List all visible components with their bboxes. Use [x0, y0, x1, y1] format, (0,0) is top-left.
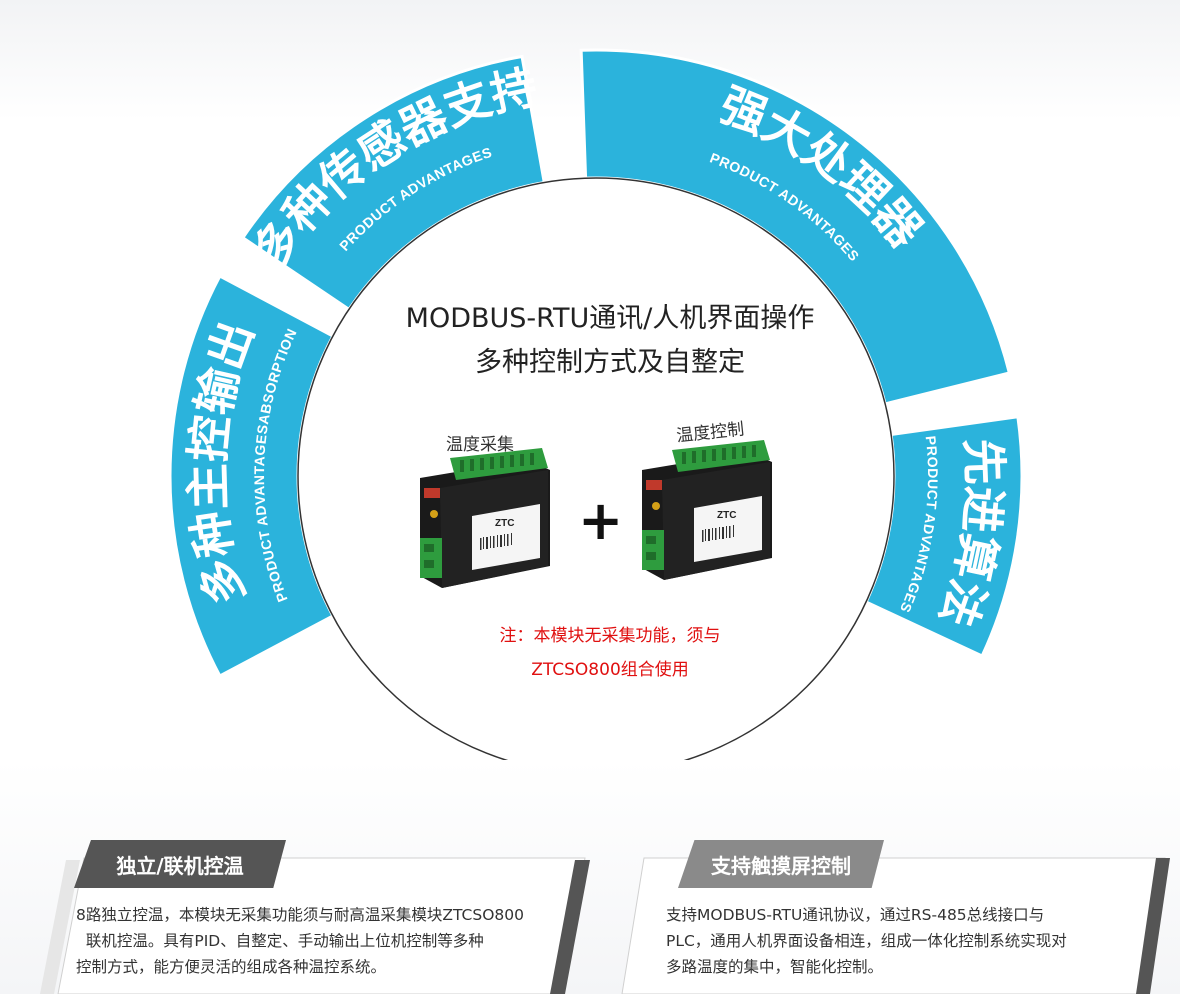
- headline-control-modes: 多种控制方式及自整定: [475, 347, 745, 378]
- feature-card-standalone: 独立/联机控温 8路独立控温，本模块无采集功能须与耐高温采集模块ZTCSO800…: [0, 800, 600, 994]
- advantages-ring: 多种主控输出 PRODUCT ADVANTAGESABSORPTION 多种传感…: [168, 48, 1024, 760]
- svg-text:ZTC: ZTC: [717, 510, 736, 521]
- headline-modbus: MODBUS-RTU通讯/人机界面操作: [405, 303, 815, 334]
- plus-sign: +: [578, 489, 624, 552]
- module-acquisition-image: ZTC: [420, 448, 550, 588]
- card-line: 8路独立控温，本模块无采集功能须与耐高温采集模块ZTCSO800: [76, 906, 524, 924]
- feature-card-touchscreen: 支持触摸屏控制 支持MODBUS-RTU通讯协议，通过RS-485总线接口与 P…: [600, 800, 1180, 994]
- card-line: PLC，通用人机界面设备相连，组成一体化控制系统实现对: [666, 932, 1067, 950]
- card-frame: [40, 857, 590, 994]
- card-description-standalone: 8路独立控温，本模块无采集功能须与耐高温采集模块ZTCSO800 联机控温。具有…: [76, 902, 576, 980]
- note-line-1: 注：本模块无采集功能，须与: [499, 626, 721, 646]
- card-tab-touchscreen: 支持触摸屏控制: [678, 840, 884, 888]
- card-description-touchscreen: 支持MODBUS-RTU通讯协议，通过RS-485总线接口与 PLC，通用人机界…: [666, 902, 1146, 980]
- module-control-image: ZTC: [642, 440, 772, 580]
- module-label-acquisition: 温度采集: [446, 435, 514, 455]
- card-frame: [621, 857, 1170, 994]
- svg-text:ZTC: ZTC: [495, 518, 514, 529]
- note-line-2: ZTCSO800组合使用: [531, 660, 689, 680]
- center-circle: [297, 177, 895, 760]
- card-line: 支持MODBUS-RTU通讯协议，通过RS-485总线接口与: [666, 906, 1045, 924]
- card-tab-standalone: 独立/联机控温: [74, 840, 286, 888]
- card-line: 多路温度的集中，智能化控制。: [666, 958, 884, 976]
- card-line: 联机控温。具有PID、自整定、手动输出上位机控制等多种: [76, 932, 484, 950]
- card-line: 控制方式，能方便灵活的组成各种温控系统。: [76, 958, 387, 976]
